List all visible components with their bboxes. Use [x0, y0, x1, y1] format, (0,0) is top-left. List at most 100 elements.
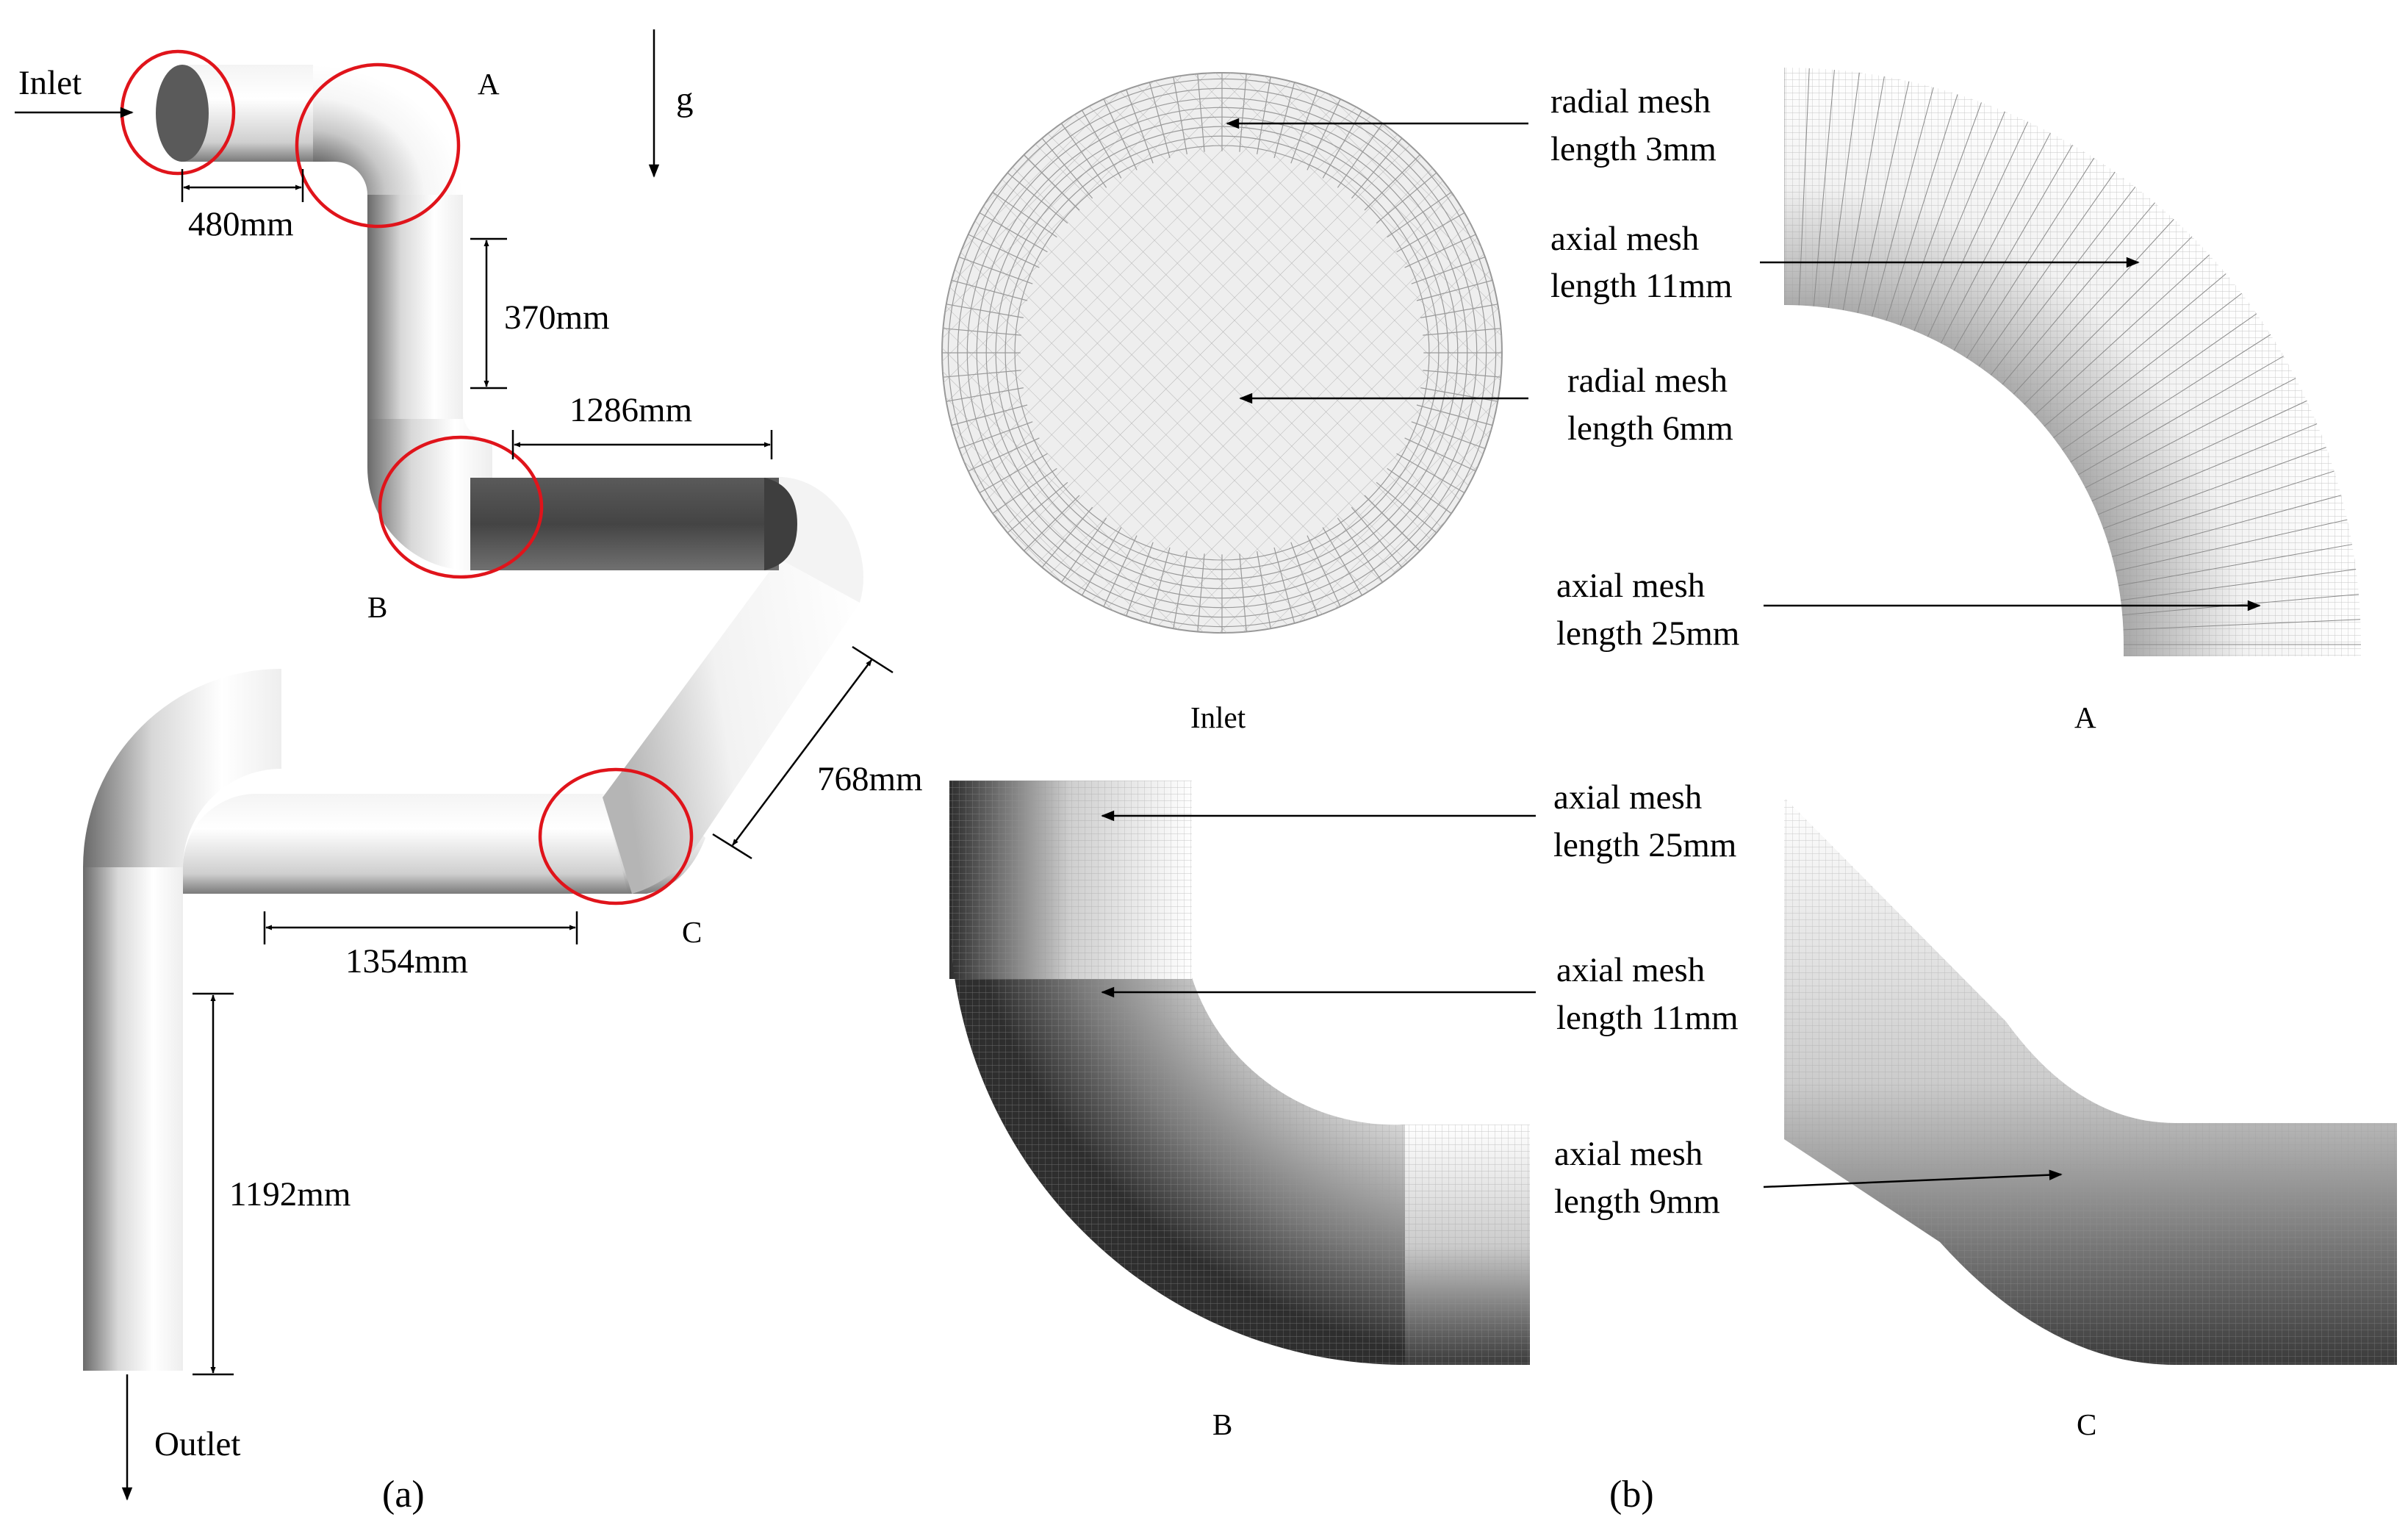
pipe-segment-outlet	[83, 867, 183, 1371]
mesh-line	[1273, 82, 1295, 159]
mesh-line	[1290, 542, 1318, 617]
mesh-line	[1149, 547, 1171, 624]
mesh-line	[1173, 76, 1187, 154]
mesh-line	[1081, 527, 1122, 596]
dimension-1192: 1192mm	[193, 992, 351, 1376]
dimension-1354-label: 1354mm	[345, 942, 468, 980]
bend-a-mesh-view	[1784, 68, 2361, 656]
dimension-768-label: 768mm	[817, 760, 923, 798]
mesh-line	[946, 304, 1024, 318]
dimension-480: 480mm	[181, 169, 304, 243]
mesh-line	[1337, 517, 1384, 583]
annotation-line2: length 9mm	[1554, 1183, 1720, 1221]
mesh-line	[1060, 123, 1107, 188]
pipe-segment-diagonal	[603, 559, 860, 894]
mesh-line	[2123, 619, 2361, 631]
bend-b-view-title: B	[1212, 1407, 1232, 1441]
pipe-segment-bottom	[279, 794, 632, 894]
mesh-line	[992, 191, 1057, 238]
mesh-line	[1813, 69, 1835, 306]
inlet-mesh-view	[941, 72, 1503, 634]
inlet-view-title: Inlet	[1190, 700, 1246, 734]
mesh-line	[1103, 98, 1137, 171]
mesh-line	[1239, 553, 1247, 632]
bend-b-highlight-circle	[378, 435, 544, 579]
inlet-label: Inlet	[18, 64, 82, 102]
mesh-line	[1387, 191, 1452, 238]
mesh-line	[1197, 73, 1205, 152]
mesh-line	[1411, 421, 1486, 449]
mesh-line	[2120, 569, 2357, 601]
mesh-line	[1404, 437, 1476, 472]
pipe-segment-vertical	[367, 191, 463, 419]
caption-b: (b)	[1609, 1474, 1654, 1516]
mesh-line	[1416, 404, 1493, 426]
mesh-line	[1197, 553, 1205, 632]
outlet-label: Outlet	[154, 1425, 240, 1463]
mesh-line	[2097, 423, 2318, 515]
mesh-line	[2112, 495, 2342, 557]
mesh-line	[2085, 378, 2296, 489]
mesh-line	[2115, 519, 2348, 572]
bend-a-mesh-rays	[1784, 68, 2361, 645]
mesh-line	[1007, 172, 1068, 224]
mesh-line	[992, 467, 1057, 514]
mesh-line	[951, 404, 1028, 426]
mesh-line	[1416, 279, 1493, 301]
mesh-line	[1411, 257, 1486, 284]
mesh-line	[1872, 87, 1934, 317]
mesh-line	[943, 370, 1021, 378]
bend-b-mesh-view	[949, 781, 1530, 1365]
mesh-line	[1798, 68, 1810, 306]
mesh-ring	[957, 87, 1487, 618]
mesh-line	[1024, 495, 1080, 551]
annotation-inlet-radial-3mm: radial mesh length 3mm	[1226, 82, 1717, 168]
dimension-1354: 1354mm	[263, 911, 578, 980]
mesh-line	[1827, 72, 1860, 309]
mesh-line	[1966, 157, 2095, 359]
mesh-line	[1103, 535, 1137, 607]
mesh-line	[1273, 547, 1295, 624]
mesh-line	[1322, 110, 1363, 179]
dimension-480-label: 480mm	[188, 205, 294, 243]
annotation-bend-b-axial-25mm: axial mesh length 25mm	[1101, 778, 1736, 864]
dimension-370: 370mm	[470, 237, 610, 390]
mesh-line	[1007, 481, 1068, 534]
annotation-line1: axial mesh	[1553, 778, 1702, 817]
bend-c-view-title: C	[2077, 1407, 2096, 1441]
annotation-bend-a-axial-11mm: axial mesh length 11mm	[1550, 220, 2140, 305]
mesh-line	[1913, 111, 2005, 331]
mesh-line	[1376, 172, 1437, 224]
mesh-line	[1173, 551, 1187, 629]
mesh-line	[1396, 212, 1465, 253]
dimension-768: 768mm	[712, 645, 923, 860]
mesh-ring	[1004, 135, 1440, 570]
mesh-line	[958, 257, 1033, 284]
annotation-bend-a-axial-25mm: axial mesh length 25mm	[1556, 567, 2261, 653]
mesh-line	[1387, 467, 1452, 514]
annotation-bend-b-axial-11mm: axial mesh length 11mm	[1101, 951, 1739, 1037]
mesh-line	[1364, 495, 1420, 551]
mesh-line	[1351, 506, 1403, 568]
mesh-line	[1239, 73, 1247, 152]
mesh-ring	[966, 97, 1478, 609]
mesh-line	[1322, 527, 1363, 596]
inlet-mesh-radials	[942, 73, 1502, 633]
mesh-line	[958, 421, 1033, 449]
pipe-system	[83, 65, 863, 1371]
mesh-line	[1404, 234, 1476, 268]
mesh-line	[1900, 102, 1982, 326]
inlet-face	[156, 65, 209, 162]
pipe-bend-a	[309, 65, 463, 195]
mesh-ring	[985, 116, 1459, 589]
dimension-370-label: 370mm	[504, 298, 610, 337]
mesh-line	[1927, 121, 2029, 337]
mesh-line	[1126, 89, 1154, 164]
mesh-line	[1041, 137, 1093, 199]
annotation-line1: radial mesh	[1567, 362, 1728, 400]
mesh-ring	[995, 126, 1449, 580]
bend-c-mesh-view	[1784, 797, 2397, 1365]
mesh-line	[979, 212, 1048, 253]
dimension-1192-label: 1192mm	[229, 1175, 351, 1213]
